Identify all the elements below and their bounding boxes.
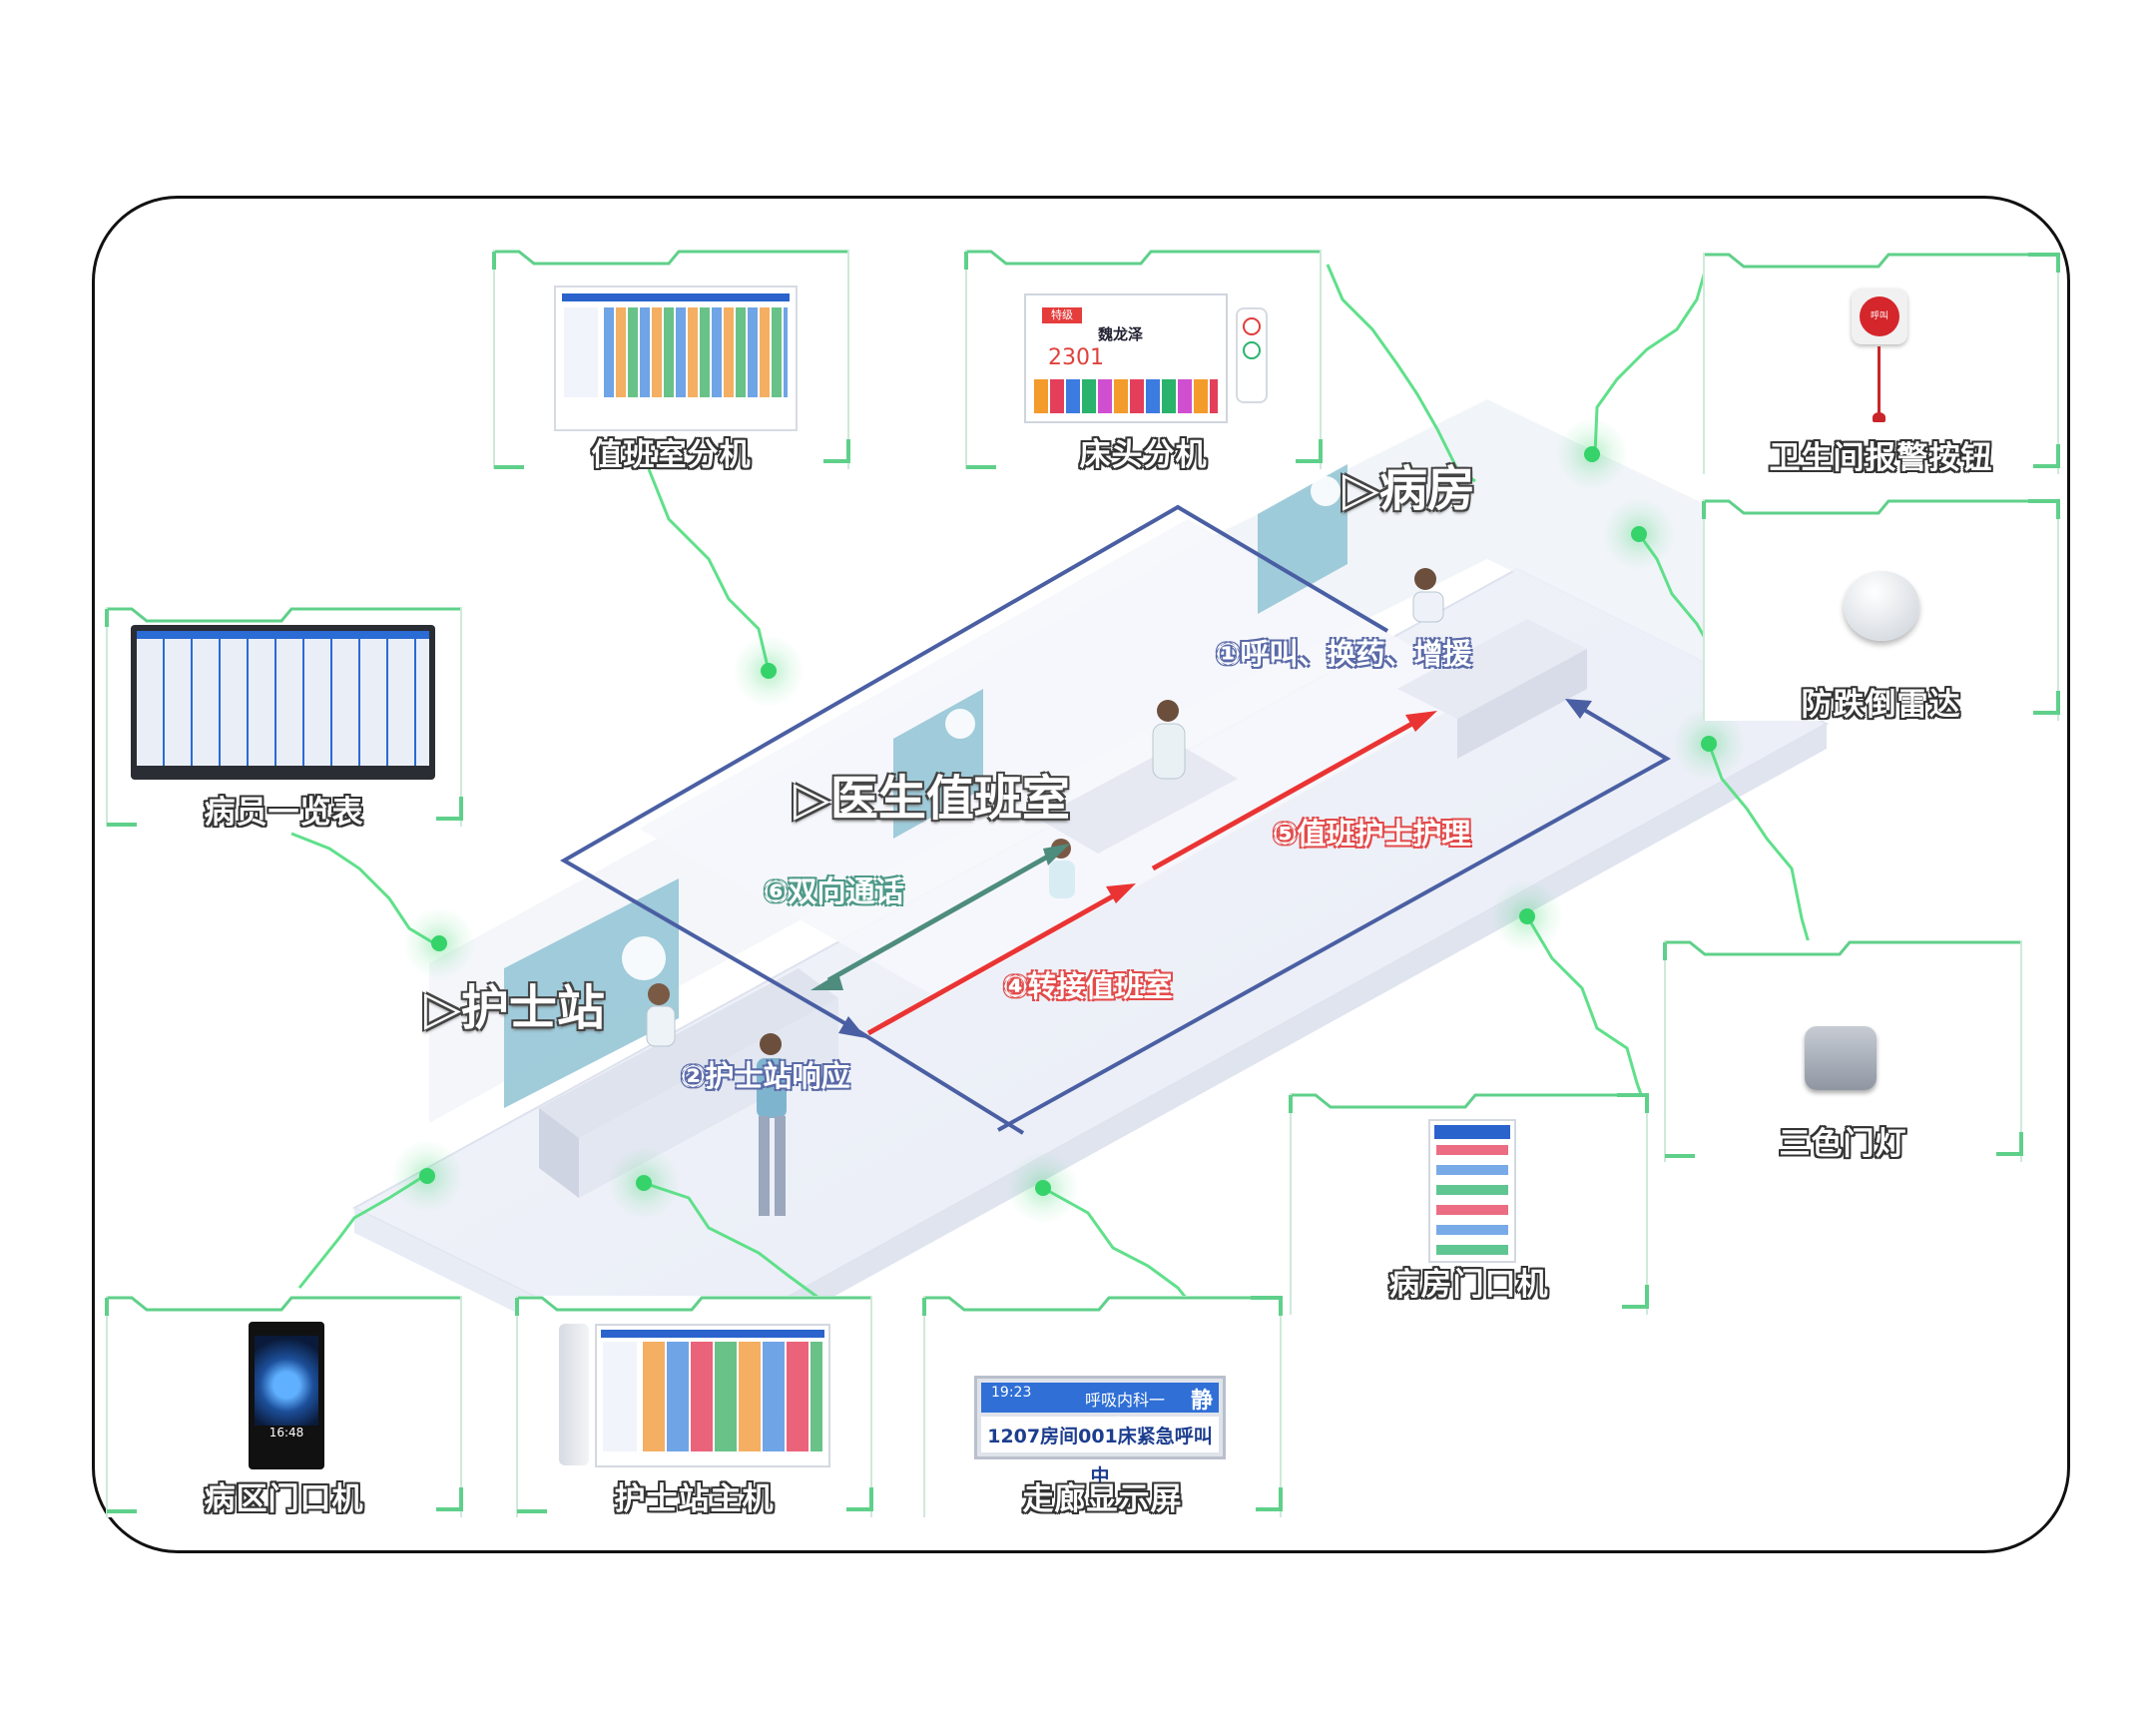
- patient-name: 魏龙泽: [1098, 325, 1144, 343]
- room-number: 2301: [1048, 345, 1104, 370]
- card-label: 病房门口机: [1388, 1267, 1549, 1303]
- room-label-doctor-duty: ▷医生值班室: [794, 771, 1070, 827]
- card-label: 护士站主机: [614, 1481, 775, 1517]
- card-corridor-display: 19:23 呼吸内科一病区 静 1207房间001床紧急呼叫中 走廊显示屏: [922, 1296, 1283, 1517]
- flow-step-5: ⑤值班护士护理: [1273, 817, 1471, 851]
- card-brackets: [105, 607, 463, 827]
- room-label-ward: ▷病房: [1343, 461, 1475, 517]
- card-brackets: [1703, 253, 2060, 474]
- corridor-quiet-sign: 静: [1190, 1389, 1213, 1414]
- card-brackets: [1663, 940, 2023, 1162]
- arrowhead-red-1: [1106, 883, 1136, 903]
- card-area-door: 16:48 病区门口机: [105, 1296, 463, 1517]
- card-label: 值班室分机: [591, 437, 752, 473]
- card-label: 走廊显示屏: [1022, 1481, 1183, 1517]
- arrowhead-teal-1: [810, 973, 843, 990]
- flow-step-6: ⑥双向通话: [764, 874, 904, 908]
- bedside-color-tabs: [1034, 379, 1218, 413]
- card-fall-radar: 防跌倒雷达: [1702, 499, 2060, 723]
- card-tricolor-light: 三色门灯: [1663, 940, 2023, 1162]
- card-label: 卫生间报警按钮: [1769, 440, 1993, 476]
- bedside-call-handle: [1236, 307, 1268, 403]
- card-label: 防跌倒雷达: [1801, 687, 1961, 723]
- card-duty-room-sub: 值班室分机: [492, 250, 850, 473]
- connector-nodes: [391, 418, 1745, 1224]
- corridor-display-header: 19:23 呼吸内科一病区 静: [981, 1383, 1219, 1434]
- ward-bed: [1397, 619, 1587, 719]
- card-ward-door: 病房门口机: [1289, 1093, 1649, 1315]
- patient-figure: [1412, 568, 1444, 623]
- corridor-message: 1207房间001床紧急呼叫中: [981, 1417, 1219, 1487]
- door-time: 16:48: [269, 1426, 304, 1440]
- arrowhead-red-2: [1405, 711, 1437, 732]
- nurse-host-screen: [595, 1324, 830, 1467]
- corridor-display-device: 19:23 呼吸内科一病区 静 1207房间001床紧急呼叫中: [974, 1376, 1226, 1487]
- card-label: 床头分机: [1079, 437, 1208, 473]
- status-badge: 特级: [1042, 307, 1082, 323]
- patient-list-device: [131, 625, 435, 780]
- alarm-pull-knob: [1873, 412, 1886, 422]
- alarm-button-device: 呼叫: [1852, 288, 1907, 344]
- card-brackets: [105, 1296, 463, 1517]
- nurse-host-handset: [559, 1324, 589, 1465]
- area-door-device: 16:48: [249, 1322, 324, 1469]
- card-label: 病员一览表: [204, 795, 364, 831]
- flow-step-2: ②护士站响应: [681, 1059, 850, 1093]
- card-label: 三色门灯: [1779, 1126, 1907, 1162]
- card-brackets: [1702, 499, 2060, 721]
- duty-room-floor: [639, 519, 1487, 998]
- flow-outline: [560, 504, 1672, 1135]
- corridor-time: 19:23: [991, 1385, 1032, 1401]
- radar-device: [1844, 571, 1919, 641]
- two-way-arrow: [826, 851, 1055, 983]
- nurse-figure-seated: [646, 983, 676, 1047]
- card-nurse-host: 护士站主机: [515, 1296, 873, 1517]
- nurse-desk-front: [539, 1108, 579, 1198]
- tricolor-light-device: [1805, 1026, 1877, 1090]
- duty-room-sub-device: [554, 286, 798, 431]
- flow-step-4: ④转接值班室: [1003, 969, 1173, 1003]
- card-brackets: [922, 1296, 1283, 1517]
- card-toilet-alarm: 呼叫 卫生间报警按钮: [1703, 253, 2060, 476]
- doctor-figure: [1152, 700, 1186, 780]
- card-brackets: [964, 250, 1323, 469]
- arrowhead-blue-2: [1565, 699, 1592, 719]
- bedside-sub-device: 特级 魏龙泽 2301: [1024, 293, 1228, 423]
- arrowhead-blue-1: [838, 1016, 866, 1038]
- nurse-station-billboard: [504, 675, 679, 1108]
- card-patient-list: 病员一览表: [105, 607, 463, 831]
- flow-step-1: ①呼叫、换药、增援: [1216, 637, 1472, 671]
- alarm-pull-cord: [1878, 346, 1881, 416]
- red-arrows: [866, 718, 1419, 1036]
- ward-door-device: [1428, 1119, 1516, 1263]
- card-brackets: [1289, 1093, 1649, 1315]
- doctor-room-billboard: [893, 689, 983, 839]
- nurse-figure-standing: [757, 1033, 787, 1216]
- arrowhead-teal-2: [1043, 844, 1070, 866]
- room-label-nurse-station: ▷护士站: [424, 980, 605, 1036]
- card-brackets: [492, 250, 850, 469]
- alarm-button-text: 呼叫: [1870, 311, 1888, 321]
- card-label: 病区门口机: [204, 1481, 364, 1517]
- card-brackets: [515, 1296, 873, 1517]
- ward-billboard: [1258, 464, 1348, 614]
- card-bedside-sub: 特级 魏龙泽 2301 床头分机: [964, 250, 1323, 473]
- ward-bed-side: [1457, 649, 1587, 759]
- nurse-desk: [539, 968, 838, 1138]
- doctor-desk: [1038, 744, 1238, 854]
